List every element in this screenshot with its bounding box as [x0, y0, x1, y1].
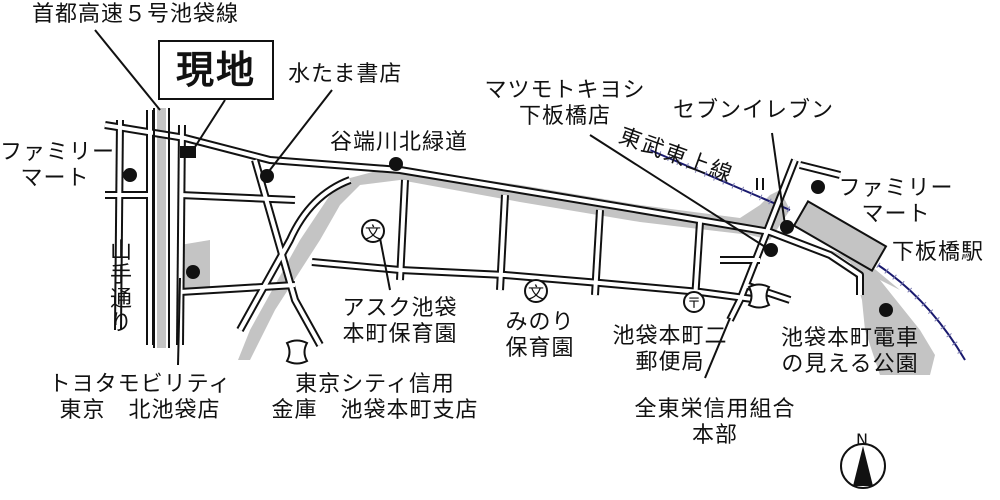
svg-text:〒: 〒 — [687, 296, 701, 312]
label-seven-eleven: セブンイレブン — [673, 98, 835, 123]
label-post-office: 池袋本町二 郵便局 — [612, 324, 728, 375]
rail-strip — [830, 250, 900, 290]
park-area — [850, 260, 935, 375]
north-label: N — [856, 430, 868, 449]
label-tokyo-city-shinkin: 東京シティ信用 金庫 池袋本町支店 — [271, 372, 479, 423]
label-park: 池袋本町電車 の見える公園 — [780, 326, 919, 377]
poi-yabata[interactable] — [389, 157, 403, 171]
shimoitabashi-station[interactable] — [792, 200, 888, 272]
label-zentoei: 全東栄信用組合 本部 — [634, 397, 796, 448]
label-mizutama: 水たま書店 — [288, 62, 403, 87]
label-familymart-right: ファミリー マート — [838, 176, 954, 227]
svg-text:文: 文 — [528, 283, 544, 302]
poi-seven-eleven[interactable] — [780, 220, 794, 234]
label-familymart-left: ファミリー マート — [0, 140, 116, 191]
school-icon: 文 — [361, 219, 385, 243]
post-office-icon: 〒 — [683, 291, 705, 313]
expressway-median — [157, 108, 166, 348]
leader-lines — [94, 29, 786, 379]
poi-park[interactable] — [879, 303, 893, 317]
label-yabata: 谷端川北緑道 — [330, 130, 469, 155]
poi-familymart-left[interactable] — [123, 168, 137, 182]
poi-familymart-right[interactable] — [811, 180, 825, 194]
label-toyota: トヨタモビリティ 東京 北池袋店 — [48, 372, 232, 423]
poi-mizutama[interactable] — [260, 169, 274, 183]
poi-toyota[interactable] — [186, 265, 200, 279]
current-location-marker[interactable] — [180, 146, 196, 158]
label-yamate-dori: 山手通り — [109, 239, 132, 336]
bank-icon — [285, 339, 309, 365]
poi-matsumoto[interactable] — [764, 243, 778, 257]
north-compass-icon — [840, 443, 886, 489]
roads — [104, 108, 864, 348]
label-matsumoto: マツモトキヨシ 下板橋店 — [484, 78, 646, 129]
bank-icon — [747, 283, 771, 309]
svg-text:文: 文 — [365, 223, 381, 242]
current-location-label: 現地 — [158, 40, 274, 100]
school-icon: 文 — [524, 279, 548, 303]
label-shimoitabashi-station: 下板橋駅 — [892, 240, 985, 265]
label-expressway: 首都高速５号池袋線 — [32, 2, 240, 27]
label-minori-nursery: みのり 保育園 — [505, 310, 575, 361]
label-ask-nursery: アスク池袋 本町保育園 — [342, 296, 458, 347]
poi-dots — [123, 157, 893, 317]
